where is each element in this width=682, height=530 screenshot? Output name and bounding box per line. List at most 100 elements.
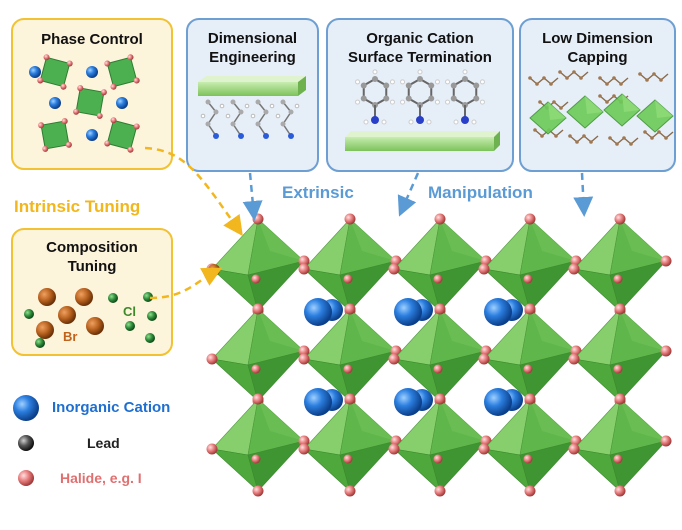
- inorganic-cation-atom: [484, 298, 512, 326]
- halide-atom: [434, 485, 446, 497]
- inorganic-cation-legend-label: Inorganic Cation: [52, 399, 171, 416]
- halide-legend-label: Halide, e.g. I: [60, 470, 142, 486]
- octahedron: [478, 213, 582, 317]
- halide-atom: [613, 274, 623, 284]
- halide-atom: [252, 393, 264, 405]
- halide-atom: [614, 393, 626, 405]
- halide-atom: [433, 274, 443, 284]
- dimensional-arrow: [242, 172, 263, 221]
- halide-atom: [344, 393, 356, 405]
- chloride-label: Cl: [123, 304, 136, 319]
- halide-atom: [660, 435, 672, 447]
- halide-atom: [298, 443, 310, 455]
- halide-atom: [298, 255, 310, 267]
- halide-atom: [343, 364, 353, 374]
- organic-cation-molecules: [345, 69, 500, 151]
- halide-atom: [298, 435, 310, 447]
- arrows: [144, 146, 594, 300]
- bromide-label: Br: [63, 329, 78, 344]
- octahedron: [298, 213, 402, 317]
- dimensional-title-line2: Engineering: [209, 49, 296, 66]
- lowdim-title-line1: Low Dimension: [542, 30, 653, 47]
- intrinsic-tuning-label: Intrinsic Tuning: [14, 197, 141, 216]
- inorganic-cation-legend-icon: [13, 395, 39, 421]
- halide-atom: [614, 213, 626, 225]
- halide-atom: [206, 443, 218, 455]
- octahedron: [298, 393, 402, 497]
- composition-title-line1: Composition: [46, 239, 138, 256]
- octahedron: [568, 303, 672, 407]
- halide-atom: [298, 353, 310, 365]
- halide-atom: [523, 274, 533, 284]
- halide-legend-icon: [18, 470, 34, 486]
- halide-atom: [252, 303, 264, 315]
- halide-atom: [344, 213, 356, 225]
- halide-atom: [252, 485, 264, 497]
- lead-legend-label: Lead: [87, 435, 120, 451]
- halide-atom: [524, 393, 536, 405]
- inorganic-cation-atom: [484, 388, 512, 416]
- halide-atom: [343, 454, 353, 464]
- halide-atom: [613, 364, 623, 374]
- perovskite-lattice: [206, 213, 672, 497]
- halide-atom: [206, 353, 218, 365]
- halide-atom: [251, 364, 261, 374]
- lowdim-title-line2: Capping: [567, 49, 628, 66]
- inorganic-cation-atom: [394, 298, 422, 326]
- organic-title-line1: Organic Cation: [366, 30, 474, 47]
- halide-atom: [433, 364, 443, 374]
- dimensional-title-line1: Dimensional: [207, 30, 298, 47]
- halide-atom: [388, 443, 400, 455]
- halide-atom: [251, 454, 261, 464]
- halide-atom: [523, 454, 533, 464]
- halide-atom: [524, 303, 536, 315]
- octahedron: [388, 393, 492, 497]
- phase-to-lattice-arrow: [144, 146, 243, 237]
- halide-atom: [343, 274, 353, 284]
- octahedron: [388, 213, 492, 317]
- octahedron: [568, 393, 672, 497]
- halide-atom: [344, 485, 356, 497]
- octahedron: [206, 303, 310, 407]
- halide-atom: [478, 443, 490, 455]
- inorganic-cation-atom: [304, 388, 332, 416]
- lead-legend-icon: [18, 435, 34, 451]
- phase-control-mini-lattice: [29, 54, 140, 153]
- halide-atom: [434, 303, 446, 315]
- inorganic-cation-atom: [394, 388, 422, 416]
- octahedron: [206, 393, 310, 497]
- halide-atom: [660, 345, 672, 357]
- manipulation-label: Manipulation: [428, 183, 533, 202]
- halide-atom: [568, 353, 580, 365]
- halide-atom: [388, 263, 400, 275]
- halide-atom: [524, 485, 536, 497]
- halide-atom: [613, 454, 623, 464]
- octahedron: [478, 393, 582, 497]
- halide-atom: [251, 274, 261, 284]
- halide-atom: [478, 353, 490, 365]
- halide-atom: [298, 345, 310, 357]
- octahedron: [568, 213, 672, 317]
- halide-atom: [478, 263, 490, 275]
- halide-atom: [434, 213, 446, 225]
- composition-ions: [24, 288, 157, 348]
- halide-atom: [433, 454, 443, 464]
- capping-arrow: [573, 172, 594, 217]
- dimensional-bar-molecules: [198, 76, 306, 139]
- octahedron: [206, 213, 310, 317]
- composition-to-lattice-arrow: [149, 267, 223, 300]
- halide-atom: [298, 263, 310, 275]
- halide-atom: [568, 263, 580, 275]
- halide-atom: [614, 485, 626, 497]
- halide-atom: [524, 213, 536, 225]
- organic-arrow: [397, 172, 420, 217]
- halide-atom: [660, 255, 672, 267]
- halide-atom: [568, 443, 580, 455]
- halide-atom: [614, 303, 626, 315]
- phase-control-title: Phase Control: [41, 31, 143, 48]
- octahedron: [298, 303, 402, 407]
- organic-title-line2: Surface Termination: [348, 49, 492, 66]
- low-dimension-capping-structure: [528, 70, 674, 146]
